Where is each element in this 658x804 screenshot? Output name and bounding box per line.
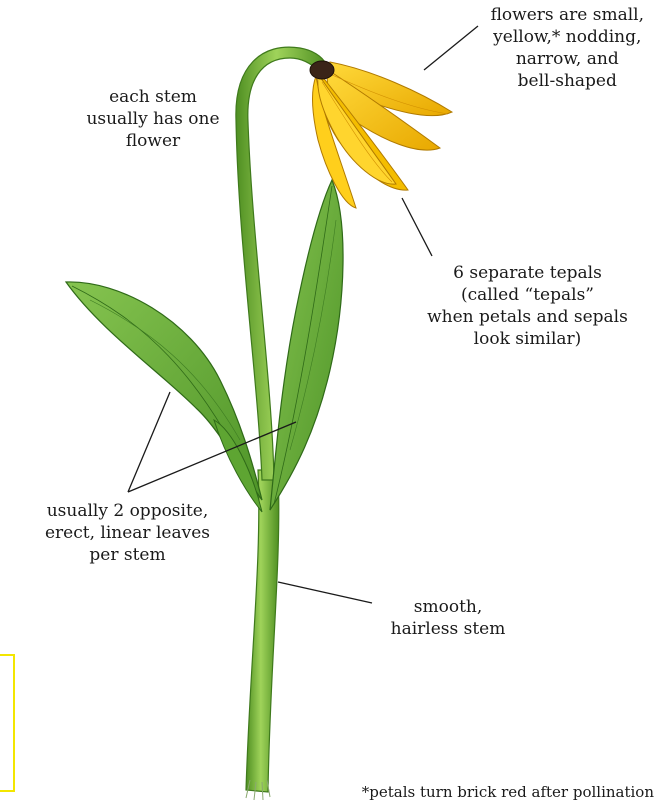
label-line: usually 2 opposite,	[0, 500, 255, 522]
left-leaf	[66, 282, 262, 500]
flower-base	[310, 61, 334, 79]
label-line: (called “tepals”	[400, 284, 655, 306]
label-line: yellow,* nodding,	[491, 26, 644, 48]
label-stem-flower: each stem usually has one flower	[58, 86, 248, 152]
label-line: erect, linear leaves	[0, 522, 255, 544]
label-line: flower	[58, 130, 248, 152]
label-line: each stem	[58, 86, 248, 108]
label-line: 6 separate tepals	[400, 262, 655, 284]
label-line: flowers are small,	[491, 4, 644, 26]
highlight-box	[0, 654, 15, 792]
label-line: bell-shaped	[491, 70, 644, 92]
label-line: look similar)	[400, 328, 655, 350]
label-line: when petals and sepals	[400, 306, 655, 328]
label-line: hairless stem	[358, 618, 538, 640]
label-line: smooth,	[358, 596, 538, 618]
label-line: narrow, and	[491, 48, 644, 70]
leader-line-tepals	[402, 198, 432, 256]
label-tepals: 6 separate tepals (called “tepals” when …	[400, 262, 655, 350]
leader-line-flowers	[424, 26, 478, 70]
label-smooth-stem: smooth, hairless stem	[358, 596, 538, 640]
footnote: *petals turn brick red after pollination	[362, 782, 654, 802]
label-flowers: flowers are small, yellow,* nodding, nar…	[491, 4, 644, 92]
label-line: per stem	[0, 544, 255, 566]
label-line: usually has one	[58, 108, 248, 130]
label-leaves: usually 2 opposite, erect, linear leaves…	[0, 500, 255, 566]
